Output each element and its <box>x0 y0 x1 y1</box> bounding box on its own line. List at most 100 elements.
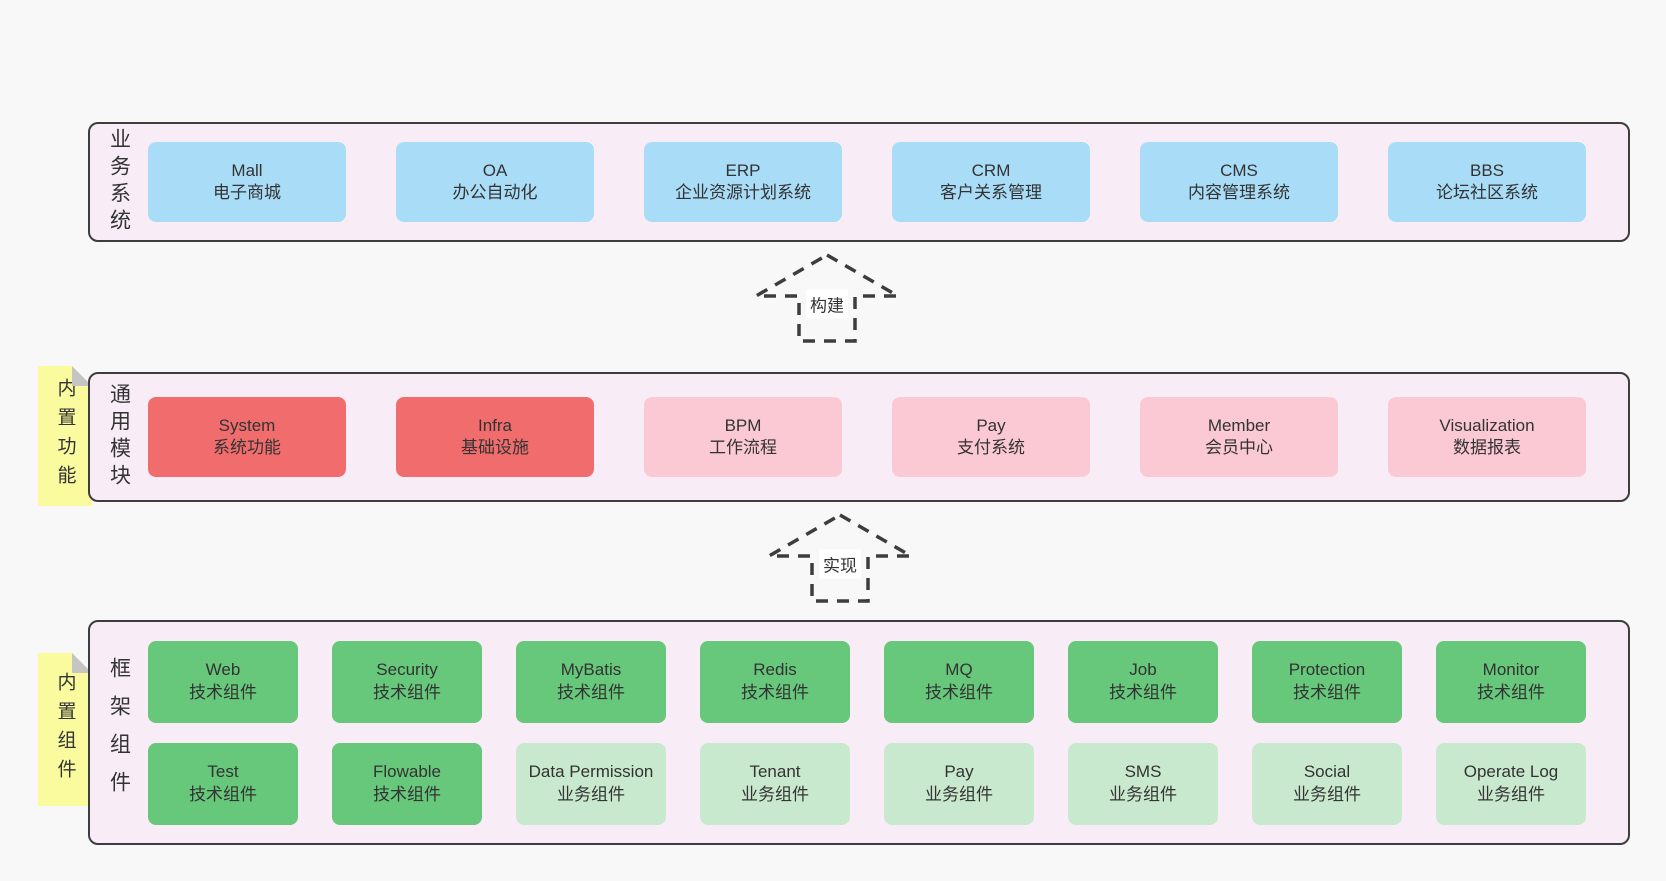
box-title: Security <box>376 660 438 680</box>
box-title: Protection <box>1288 660 1366 680</box>
box-subtitle: 技术组件 <box>925 682 993 702</box>
bpm-box: BPM 工作流程 <box>644 397 842 477</box>
box-title: Pay <box>944 762 974 782</box>
box-subtitle: 工作流程 <box>709 438 777 457</box>
box-title: BBS <box>1469 160 1505 180</box>
common-modules-boxes: System 系统功能 Infra 基础设施 BPM 工作流程 Pay 支付系统 Member 会… <box>148 397 1628 477</box>
box-subtitle: 数据报表 <box>1453 438 1521 457</box>
dashed-up-arrow-icon <box>765 512 915 603</box>
member-box: Member 会员中心 <box>1140 397 1338 477</box>
box-subtitle: 业务组件 <box>1293 784 1361 804</box>
box-title: CMS <box>1220 160 1258 180</box>
system-box: System 系统功能 <box>148 397 346 477</box>
box-subtitle: 业务组件 <box>557 784 625 804</box>
common-modules-panel: 通用模块 System 系统功能 Infra 基础设施 BPM 工作流程 Pay 支付系统 Me… <box>88 372 1630 502</box>
box-title: MQ <box>945 660 973 680</box>
oa-box: OA 办公自动化 <box>396 142 594 222</box>
implement-arrow: 实现 <box>765 512 915 604</box>
build-arrow-label: 构建 <box>806 289 848 319</box>
box-title: ERP <box>725 160 761 180</box>
cms-box: CMS 内容管理系统 <box>1140 142 1338 222</box>
box-title: Job <box>1129 660 1157 680</box>
box-title: SMS <box>1124 762 1162 782</box>
box-subtitle: 基础设施 <box>461 438 529 457</box>
box-subtitle: 办公自动化 <box>452 183 538 202</box>
box-subtitle: 技术组件 <box>741 682 809 702</box>
box-subtitle: 支付系统 <box>957 438 1025 457</box>
box-subtitle: 论坛社区系统 <box>1436 183 1538 202</box>
box-title: Social <box>1303 762 1351 782</box>
box-title: BPM <box>724 415 762 435</box>
box-subtitle: 技术组件 <box>1477 682 1545 702</box>
infra-box: Infra 基础设施 <box>396 397 594 477</box>
box-subtitle: 会员中心 <box>1205 438 1273 457</box>
box-title: OA <box>482 160 508 180</box>
box-subtitle: 业务组件 <box>1477 784 1545 804</box>
box-subtitle: 业务组件 <box>741 784 809 804</box>
box-subtitle: 业务组件 <box>925 784 993 804</box>
box-title: Pay <box>976 415 1006 435</box>
box-title: CRM <box>971 160 1011 180</box>
box-title: Monitor <box>1482 660 1540 680</box>
box-subtitle: 技术组件 <box>189 784 257 804</box>
box-title: Mall <box>231 160 263 180</box>
common-modules-side-label: 通用模块 <box>107 383 131 491</box>
box-title: Flowable <box>372 762 442 782</box>
box-subtitle: 企业资源计划系统 <box>675 183 811 202</box>
box-title: Infra <box>477 415 513 435</box>
builtin-features-note: 内置功能 <box>38 366 92 506</box>
framework-components-side-label: 框架组件 <box>107 656 131 809</box>
box-subtitle: 业务组件 <box>1109 784 1177 804</box>
box-title: Web <box>205 660 241 680</box>
box-title: Operate Log <box>1463 762 1559 782</box>
visualization-box: Visualization 数据报表 <box>1388 397 1586 477</box>
build-arrow: 构建 <box>752 252 902 344</box>
box-subtitle: 技术组件 <box>557 682 625 702</box>
pay-box: Pay 支付系统 <box>892 397 1090 477</box>
box-title: Member <box>1207 415 1271 435</box>
box-title: Visualization <box>1439 415 1535 435</box>
dashed-up-arrow-icon <box>752 252 902 343</box>
box-title: MyBatis <box>560 660 622 680</box>
bbs-box: BBS 论坛社区系统 <box>1388 142 1586 222</box>
box-title: Tenant <box>749 762 801 782</box>
implement-arrow-label: 实现 <box>819 549 861 579</box>
erp-box: ERP 企业资源计划系统 <box>644 142 842 222</box>
box-title: System <box>218 415 276 435</box>
box-title: Data Permission <box>528 762 654 782</box>
box-subtitle: 系统功能 <box>213 438 281 457</box>
box-subtitle: 技术组件 <box>373 784 441 804</box>
builtin-components-note: 内置组件 <box>38 653 92 806</box>
box-subtitle: 技术组件 <box>189 682 257 702</box>
box-subtitle: 内容管理系统 <box>1188 183 1290 202</box>
box-title: Redis <box>753 660 797 680</box>
box-subtitle: 技术组件 <box>1109 682 1177 702</box>
box-subtitle: 技术组件 <box>373 682 441 702</box>
box-title: Test <box>207 762 239 782</box>
